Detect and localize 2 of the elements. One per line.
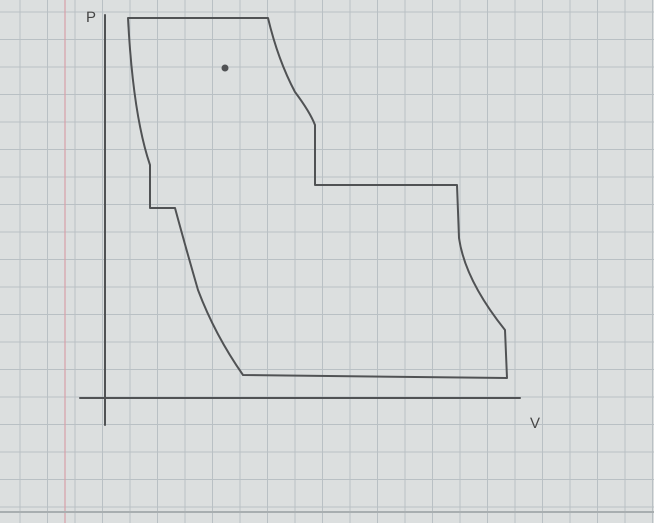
- axis-label: P: [86, 10, 96, 25]
- axis-label: V: [530, 416, 540, 431]
